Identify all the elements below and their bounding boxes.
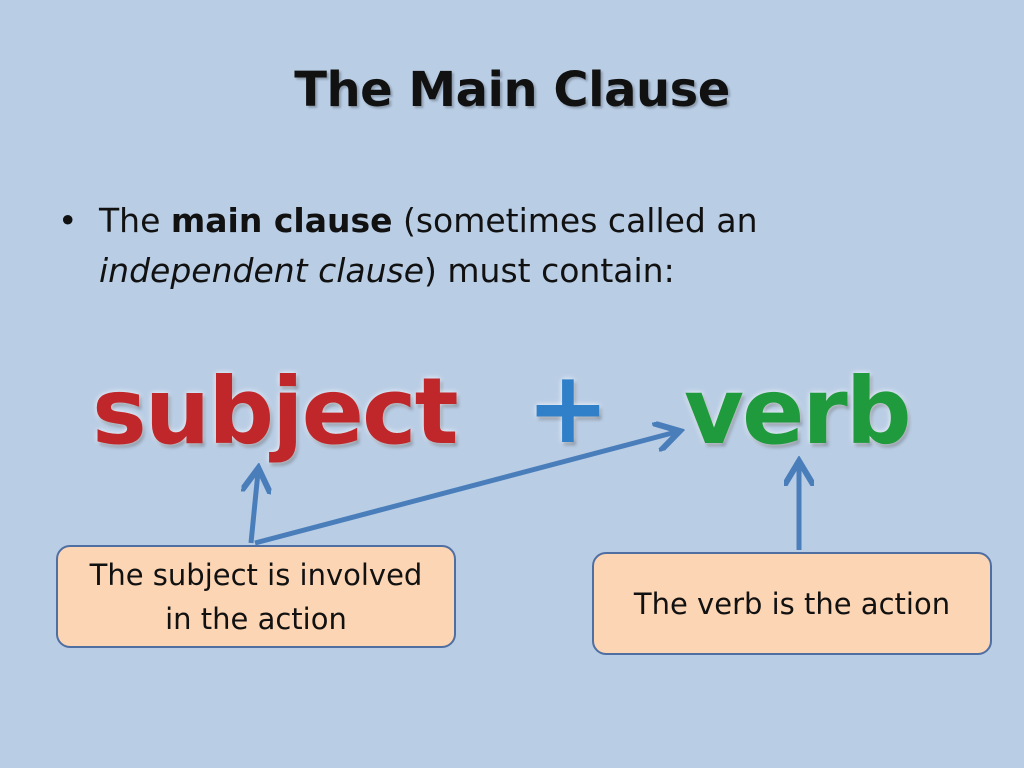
bullet-middle: (sometimes called an xyxy=(392,201,758,240)
bullet-suffix: ) must contain: xyxy=(424,251,675,290)
callout-verb-text: The verb is the action xyxy=(633,586,951,621)
callout-verb: The verb is the action xyxy=(592,552,992,655)
arrow-to-verb xyxy=(254,432,676,546)
bullet-text: The main clause (sometimes called an inde… xyxy=(99,196,958,296)
bullet-marker: • xyxy=(58,201,78,240)
bullet-italic-term: independent clause xyxy=(99,251,425,290)
bullet-bold-term: main clause xyxy=(170,201,393,240)
arrow-to-subject xyxy=(251,472,258,544)
callout-subject: The subject is involved in the action xyxy=(56,545,456,648)
slide-title: The Main Clause xyxy=(294,62,730,118)
word-subject: subject xyxy=(92,358,459,465)
plus-sign: + xyxy=(526,349,610,466)
bullet-prefix: The xyxy=(99,201,171,240)
callout-subject-line2: in the action xyxy=(165,601,347,636)
callout-subject-line1: The subject is involved xyxy=(89,557,423,592)
bullet-point: • The main clause (sometimes called an in… xyxy=(58,196,958,296)
callout-subject-text: The subject is involved in the action xyxy=(90,553,423,641)
word-verb: verb xyxy=(684,358,912,465)
